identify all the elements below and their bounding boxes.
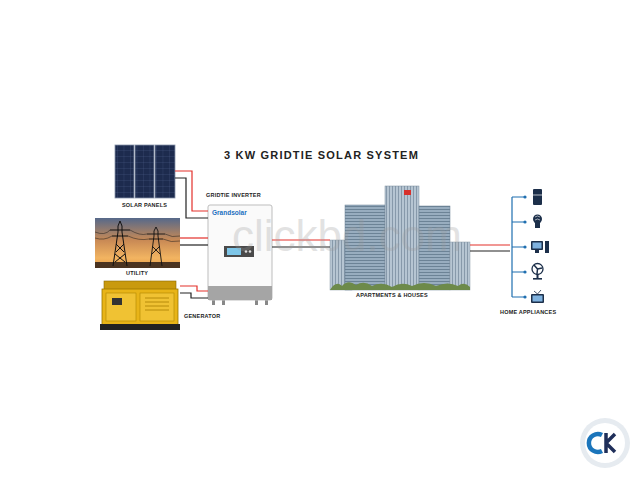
inverter-picture-part bbox=[265, 300, 268, 305]
wire-pair bbox=[470, 245, 510, 251]
node-caption: SOLAR PANELS bbox=[122, 203, 167, 209]
buildings-picture-part bbox=[330, 282, 470, 290]
generator-picture-part bbox=[112, 298, 122, 305]
solar-panels-picture-part bbox=[135, 145, 154, 198]
appliance-bracket-part bbox=[523, 245, 526, 248]
watermark: clickbd.com bbox=[232, 214, 462, 258]
appliance-icons-part bbox=[535, 250, 539, 253]
appliance-icons-part bbox=[534, 290, 541, 294]
diagram-title: 3 KW GRIDTIE SOLAR SYSTEM bbox=[224, 150, 419, 161]
utility-picture-part bbox=[95, 218, 180, 268]
appliance-icons-part bbox=[531, 241, 543, 250]
generator-picture-part bbox=[100, 324, 180, 330]
inverter-picture-part bbox=[255, 300, 258, 305]
site-logo-part bbox=[589, 434, 602, 452]
generator-picture-part bbox=[145, 298, 169, 310]
appliance-icons-part bbox=[532, 264, 543, 275]
appliance-icons-part bbox=[533, 215, 542, 224]
appliance-bracket bbox=[512, 195, 527, 298]
appliance-icons-part bbox=[534, 265, 542, 274]
site-logo-part bbox=[585, 423, 625, 463]
node-caption: GENERATOR bbox=[184, 314, 220, 320]
wire bbox=[175, 171, 208, 211]
appliance-bracket-part bbox=[523, 195, 526, 198]
inverter-picture-part bbox=[212, 300, 215, 305]
wire bbox=[175, 178, 208, 218]
node-caption: HOME APPLIANCES bbox=[500, 310, 556, 316]
appliance-bracket-part bbox=[523, 220, 526, 223]
wire-pair bbox=[180, 286, 208, 298]
appliance-icons-part bbox=[533, 296, 543, 302]
generator-picture-part bbox=[102, 289, 178, 325]
node-caption: GRIDTIE INVERTER bbox=[206, 193, 261, 199]
appliance-icons-part bbox=[533, 189, 542, 205]
buildings-picture-part bbox=[404, 190, 411, 195]
appliance-icons-part bbox=[533, 243, 542, 249]
home-appliances: HOME APPLIANCES bbox=[510, 188, 552, 306]
wire bbox=[180, 237, 208, 238]
appliance-icons-part bbox=[545, 241, 549, 253]
utility-picture bbox=[95, 218, 180, 268]
utility-picture-part bbox=[147, 227, 165, 266]
site-logo-part bbox=[580, 418, 630, 468]
site-logo-part bbox=[606, 433, 615, 453]
appliance-bracket-part bbox=[512, 197, 524, 297]
appliance-icons-part bbox=[535, 216, 540, 220]
solar-panels-picture-part bbox=[115, 145, 134, 198]
utility-picture-part bbox=[95, 262, 180, 268]
node-caption: UTILITY bbox=[126, 271, 148, 277]
wire-pair bbox=[180, 238, 208, 245]
appliance-bracket-part bbox=[523, 295, 526, 298]
appliance-icons-part bbox=[533, 278, 542, 280]
wire-pair bbox=[175, 171, 208, 218]
inverter-picture-part bbox=[208, 286, 272, 300]
solar-panels-picture bbox=[115, 145, 175, 198]
wire bbox=[180, 286, 208, 291]
utility-grid: UTILITY bbox=[95, 218, 180, 268]
solar-panels: SOLAR PANELS bbox=[115, 145, 175, 198]
node-caption: APARTMENTS & HOUSES bbox=[356, 293, 428, 299]
appliance-icons-part bbox=[531, 294, 544, 303]
wire bbox=[470, 244, 510, 245]
solar-panels-picture-part bbox=[155, 145, 175, 198]
generator-picture bbox=[100, 281, 180, 330]
generator-picture-part bbox=[140, 293, 174, 321]
site-logo bbox=[580, 418, 630, 468]
utility-picture-part bbox=[95, 230, 180, 242]
wire bbox=[180, 293, 208, 298]
utility-picture-part bbox=[110, 221, 130, 266]
generator-picture-part bbox=[106, 293, 136, 321]
appliance-icons bbox=[531, 189, 549, 303]
inverter-picture-part bbox=[222, 300, 225, 305]
wire bbox=[180, 244, 208, 245]
appliance-icons-part bbox=[537, 274, 539, 278]
appliance-icons-part bbox=[533, 195, 542, 196]
generator: GENERATOR bbox=[100, 281, 180, 330]
wire bbox=[470, 250, 510, 251]
appliance-bracket-part bbox=[523, 270, 526, 273]
appliance-icons-part bbox=[535, 223, 540, 228]
